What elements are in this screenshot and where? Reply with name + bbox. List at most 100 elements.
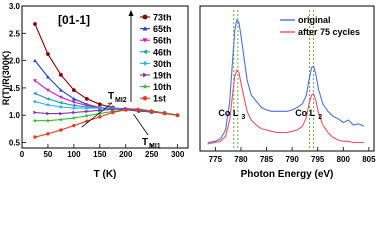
legend-label: 73th [153,13,172,23]
annotation-tmi1-sub: MI1 [149,143,161,150]
x-tick-label: 50 [43,150,52,159]
legend-arrowhead [128,10,134,16]
data-point [33,58,37,63]
data-point [33,99,37,104]
x-tick-label: 780 [234,155,248,164]
data-point [71,103,76,108]
data-point [97,111,102,116]
y-tick-label: 2.0 [9,57,21,66]
data-point [84,103,89,108]
x-tick-label: 790 [285,155,299,164]
peak-label-sub: 3 [241,114,245,121]
legend-label: 56th [153,36,172,46]
data-point [137,107,141,112]
data-point [33,135,37,139]
annotation-tmi1: T [142,137,148,148]
y-tick-label: 1.5 [9,84,21,93]
legend-marker [142,83,148,89]
data-point [59,111,63,116]
series-original [207,18,365,144]
y-tick-label: 1.0 [9,111,21,120]
data-point [111,110,115,115]
legend-label: 19th [153,71,172,81]
peak-label: Co L [218,108,238,118]
legend-label: 10th [153,82,172,92]
x-tick-label: 775 [209,155,223,164]
left-axis-ticks: 0 50 100 150 200 250 300 0.5 1.0 1.5 2.0 2.5 3.0 [9,2,185,159]
data-point [85,109,89,114]
data-point [33,22,37,26]
series-after-75-cycles [207,68,364,145]
legend-label: after 75 cycles [298,27,360,37]
data-point [33,110,37,115]
x-tick-label: 100 [67,150,81,159]
data-point [46,52,50,56]
data-point [46,75,50,79]
x-tick-label: 805 [362,155,376,164]
right-plot-marks [207,10,365,151]
legend-marker [142,14,148,20]
y-tick-label: 3.0 [9,2,21,11]
data-point [46,102,50,107]
data-point [124,107,128,112]
x-tick-label: 200 [119,150,133,159]
resistance-chart: 0 50 100 150 200 250 300 0.5 1.0 1.5 2.0 2.5 3.0 [01… [1,2,189,180]
data-point [46,131,50,136]
annotation-arrow [133,113,149,136]
y-tick-label: 0.5 [9,139,21,148]
right-plot-frame [199,5,375,152]
data-point [33,79,37,83]
left-plot-marks [32,22,180,139]
data-point [84,113,90,118]
data-point [98,108,102,113]
series-1st [33,107,180,139]
legend-marker [142,61,148,66]
x-tick-label: 150 [93,150,107,159]
data-point [45,118,51,123]
y-tick-label: 2.5 [9,29,21,38]
data-point [84,96,89,101]
y-axis-label: R(T)/R(300K) [1,51,11,106]
data-point [84,106,89,111]
data-point [98,114,102,119]
chart-title: [01-1] [58,13,90,27]
data-point [59,88,63,92]
legend-marker [142,95,148,101]
data-point [46,88,50,93]
legend-label: 30th [153,59,172,69]
data-point [111,107,115,112]
data-point [71,106,76,111]
peak-label-sub: 2 [318,114,322,121]
legend-label: 46th [153,47,172,57]
data-point [59,105,63,109]
legend-marker [142,49,147,55]
series-line [34,109,178,138]
data-point [71,96,76,101]
x-tick-label: 800 [337,155,351,164]
data-point [58,117,64,122]
annotation-tmi2: T [108,91,114,102]
legend-label: 65th [153,24,172,34]
x-tick-label: 785 [260,155,274,164]
x-tick-label: 0 [20,150,25,159]
peak-label: Co L [295,108,315,118]
legend-label: 1st [153,94,166,104]
x-tick-label: 250 [145,150,159,159]
data-point [32,118,38,123]
data-point [163,111,167,116]
legend-marker [142,38,148,43]
data-point [59,72,63,77]
data-point [71,115,77,120]
data-point [59,95,63,100]
data-point [175,113,180,118]
data-point [71,100,76,105]
x-tick-label: 300 [171,150,185,159]
data-point [59,128,63,132]
data-point [72,110,76,115]
data-point [150,109,154,114]
data-point [97,102,102,107]
annotation-tmi2-sub: MI2 [115,97,127,104]
